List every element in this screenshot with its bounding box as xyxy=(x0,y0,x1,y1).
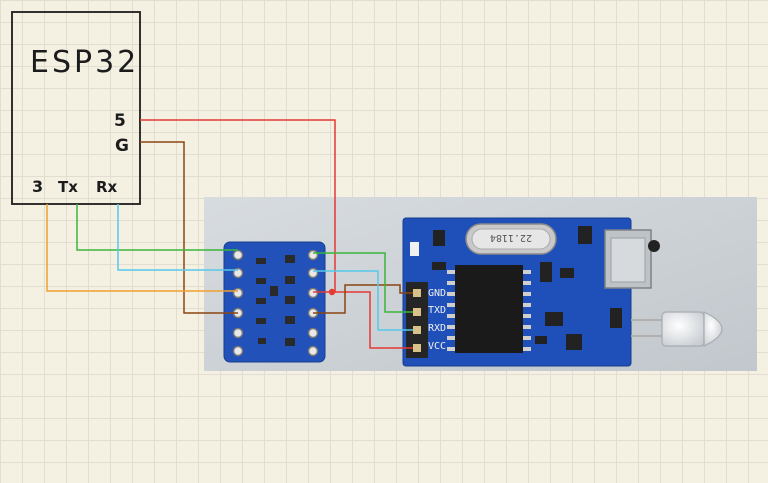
ir-module-pin-header xyxy=(406,282,428,358)
esp32-pin-tx-label: Tx xyxy=(58,178,78,196)
wire-3v3 xyxy=(46,204,238,292)
esp32-box xyxy=(11,11,141,205)
wire-5v-junction xyxy=(328,288,336,296)
ir-led xyxy=(631,311,723,347)
esp32-pin-gnd-label: G xyxy=(115,136,129,156)
wire-gnd xyxy=(140,141,238,314)
ir-pin-txd-label: TXD xyxy=(428,305,446,316)
level-shifter-board xyxy=(223,241,326,363)
ir-receiver xyxy=(604,229,660,289)
esp32-pin-3v3-label: 3 xyxy=(32,177,43,196)
ir-pin-rxd-label: RXD xyxy=(428,323,446,334)
esp32-pin-rx-label: Rx xyxy=(96,178,118,196)
wires xyxy=(46,119,413,349)
wire-rx-to-module xyxy=(313,270,413,331)
ir-pin-gnd-label: GND xyxy=(428,288,446,299)
level-shifter-components xyxy=(256,255,295,346)
wire-tx-to-module xyxy=(313,252,413,313)
wire-gnd-to-module xyxy=(313,284,413,314)
wire-5v-to-vcc xyxy=(335,291,413,349)
esp32-title: ESP32 xyxy=(30,45,139,80)
ir-pin-vcc-label: VCC xyxy=(428,341,446,352)
wire-tx xyxy=(76,204,238,251)
wire-rx xyxy=(117,204,238,271)
crystal-oscillator: 22.1184 xyxy=(465,223,557,255)
esp32-pin-5v-label: 5 xyxy=(114,111,126,131)
ir-module-smd-components xyxy=(410,226,622,350)
level-shifter-right-pins xyxy=(307,249,319,357)
main-ic-chip xyxy=(447,265,531,353)
ir-module-board: GND TXD RXD VCC 22.1184 xyxy=(402,217,723,367)
wire-5v xyxy=(140,119,336,293)
crystal-label: 22.1184 xyxy=(490,232,532,243)
